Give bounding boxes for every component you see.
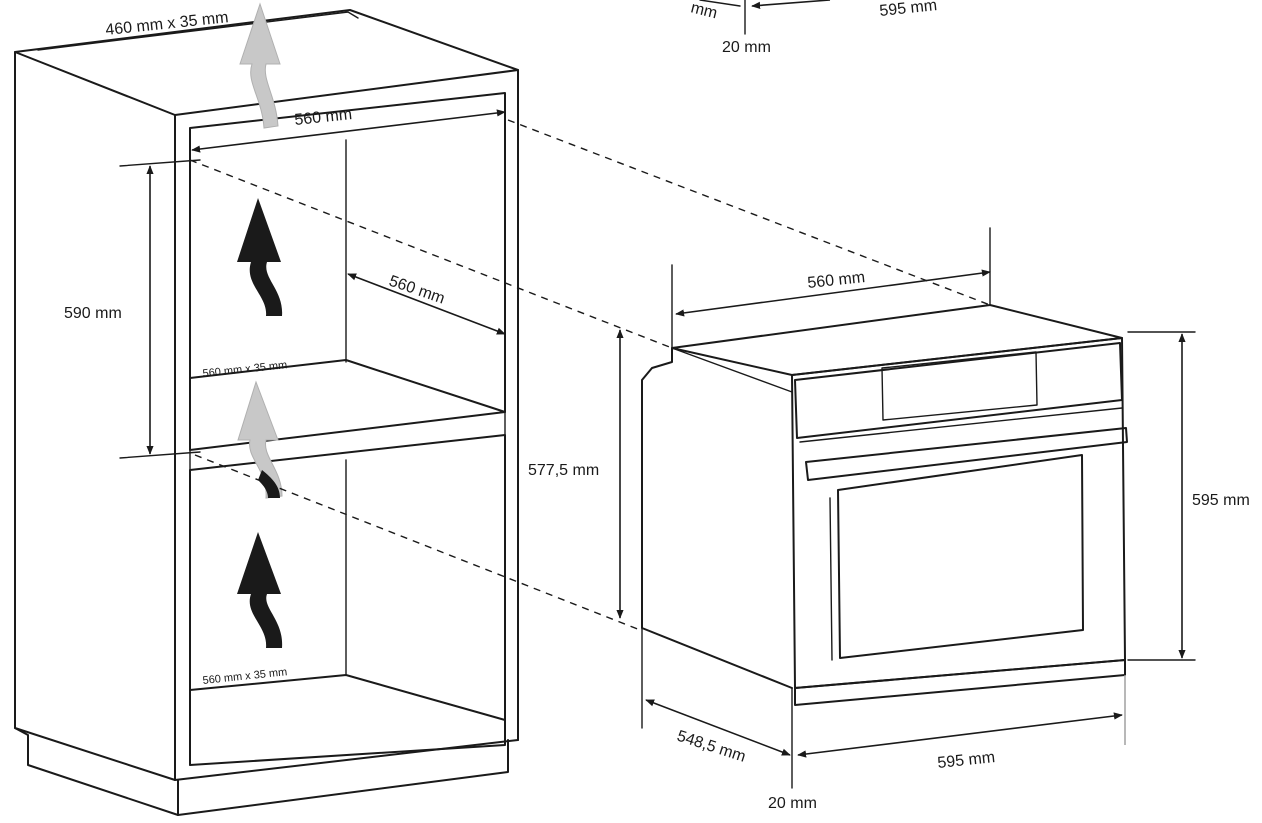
- cabinet-width-dim: [191, 109, 506, 153]
- cabinet-width-label: 560 mm: [294, 106, 353, 129]
- lower-niche-airflow-arrow: [237, 532, 283, 648]
- oven-width-dim: [675, 269, 991, 317]
- cabinet: [14, 9, 519, 816]
- oven-top-surface: [671, 304, 1123, 376]
- cabinet-left-side: [14, 51, 176, 781]
- top-partial-width-dim: [751, 0, 831, 9]
- oven-side-body: [641, 347, 793, 689]
- oven-door-offset-label: 20 mm: [768, 795, 817, 812]
- cabinet-depth-label: 560 mm: [387, 273, 447, 308]
- oven-door-handle: [805, 427, 1128, 481]
- airflow-arrows: [237, 2, 283, 648]
- oven-display-window: [881, 351, 1038, 421]
- oven-front-width-label: 595 mm: [937, 749, 996, 772]
- oven-bottom-trim: [794, 659, 1126, 706]
- oven-depth-dim: [645, 699, 791, 756]
- top-partial-offset-label: 20 mm: [722, 39, 771, 56]
- oven-dimensions: 560 mm 577,5 mm 595 mm 548,5 mm 595 mm 2…: [528, 227, 1250, 812]
- top-partial-view: mm 595 mm 20 mm: [689, 0, 938, 56]
- top-partial-left-label: mm: [689, 0, 719, 22]
- lower-shelf-top: [189, 674, 506, 721]
- oven-door-window-frame-left: [829, 497, 833, 661]
- lower-niche-frame: [189, 434, 506, 766]
- oven-door-window: [837, 454, 1084, 659]
- height-guide-bottom: [119, 451, 201, 459]
- top-partial-depth-line: [699, 0, 741, 7]
- height-guide-top: [119, 159, 201, 167]
- upper-shelf-top: [189, 359, 506, 413]
- top-partial-right-label: 595 mm: [879, 0, 938, 20]
- oven-width-label: 560 mm: [807, 269, 866, 292]
- upper-niche-airflow-arrow: [237, 198, 283, 316]
- oven-control-lower-edge: [799, 407, 1123, 443]
- cabinet-dimensions: 460 mm x 35 mm 560 mm 560 mm 590 mm 560 …: [64, 9, 506, 687]
- cabinet-top-rear-edge: [37, 11, 359, 51]
- oven-front-panel: [791, 337, 1126, 689]
- cabinet-depth-dim: [347, 273, 506, 335]
- middle-vent-label: 560 mm x 35 mm: [202, 359, 288, 380]
- oven-front-width-dim: [797, 712, 1123, 758]
- dash-top-rear: [507, 119, 991, 306]
- oven-depth-label: 548,5 mm: [675, 728, 748, 766]
- oven-side-top-edge: [671, 347, 793, 393]
- cabinet-bottom-front-edge: [174, 739, 519, 781]
- oven: [641, 304, 1128, 745]
- oven-control-panel: [794, 342, 1123, 439]
- oven-body-height-label: 577,5 mm: [528, 462, 599, 479]
- cabinet-plinth: [14, 727, 509, 816]
- oven-front-height-label: 595 mm: [1192, 492, 1250, 509]
- dash-top-front: [189, 159, 673, 349]
- cabinet-height-label: 590 mm: [64, 305, 122, 322]
- dash-bottom-front: [194, 454, 641, 631]
